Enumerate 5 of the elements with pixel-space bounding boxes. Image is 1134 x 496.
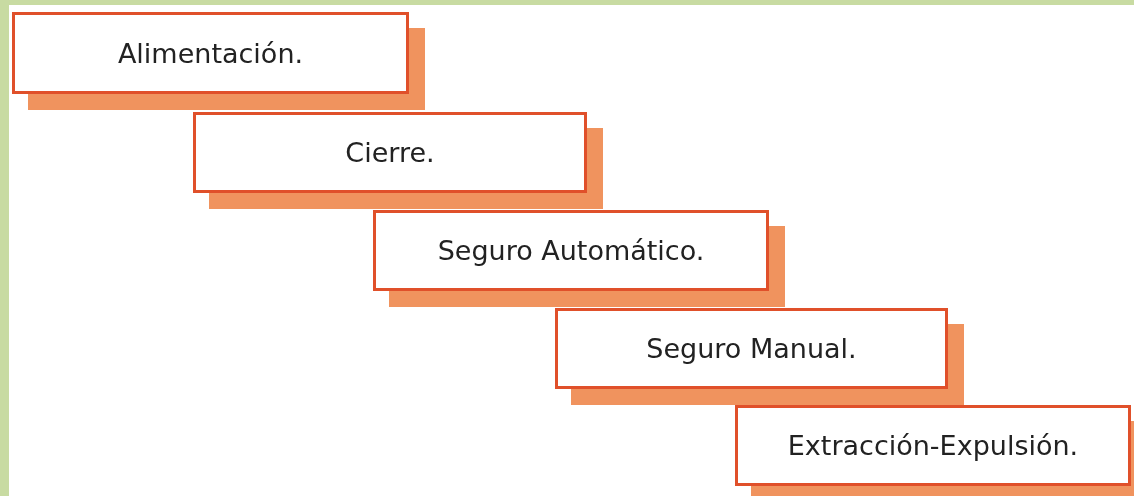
step-box: Extracción-Expulsión. [735,405,1131,486]
step-box: Seguro Automático. [373,210,769,291]
step-box: Cierre. [193,112,587,193]
step-box: Alimentación. [12,12,409,94]
step-box: Seguro Manual. [555,308,948,389]
